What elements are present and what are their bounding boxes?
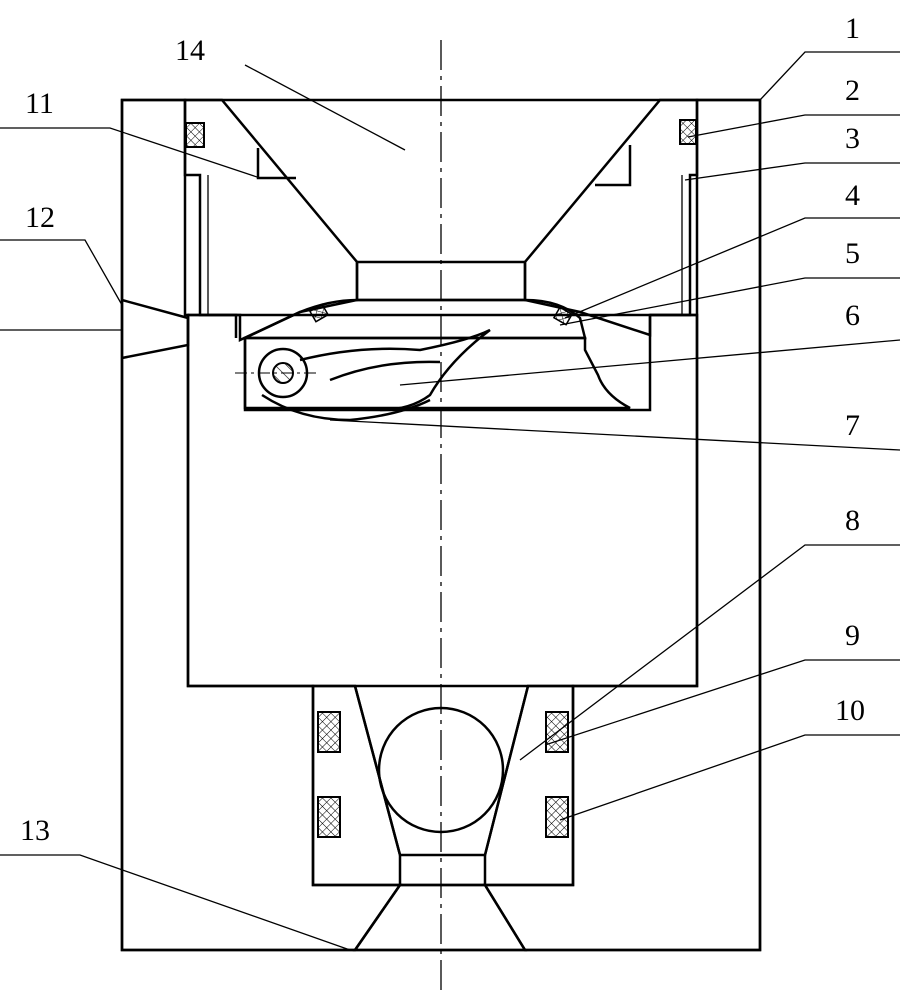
side-channel [200,175,690,315]
label-6: 6 [845,299,860,332]
funnel-inner-steps [258,145,630,185]
label-2: 2 [845,74,860,107]
label-11: 11 [25,87,54,120]
side-port [122,300,188,358]
seal-lower-right-2 [546,797,568,837]
label-10: 10 [835,694,865,727]
seal-lower-left-2 [318,797,340,837]
label-9: 9 [845,619,860,652]
outlet-bore [355,885,525,950]
check-valve-seat [313,686,573,885]
leader-lines [0,52,900,950]
label-12: 12 [25,201,55,234]
torsion-spring [262,330,490,420]
seal-ring-left [186,123,204,147]
label-5: 5 [845,237,860,270]
label-13: 13 [20,814,50,847]
label-4: 4 [845,179,860,212]
label-1: 1 [845,12,860,45]
label-3: 3 [845,122,860,155]
seal-ring-right [680,120,696,144]
valve-plate [245,300,585,338]
label-14: 14 [175,34,205,67]
flap-disc [245,338,630,408]
label-8: 8 [845,504,860,537]
main-cavity [188,315,697,686]
label-7: 7 [845,409,860,442]
seal-lower-left-1 [318,712,340,752]
